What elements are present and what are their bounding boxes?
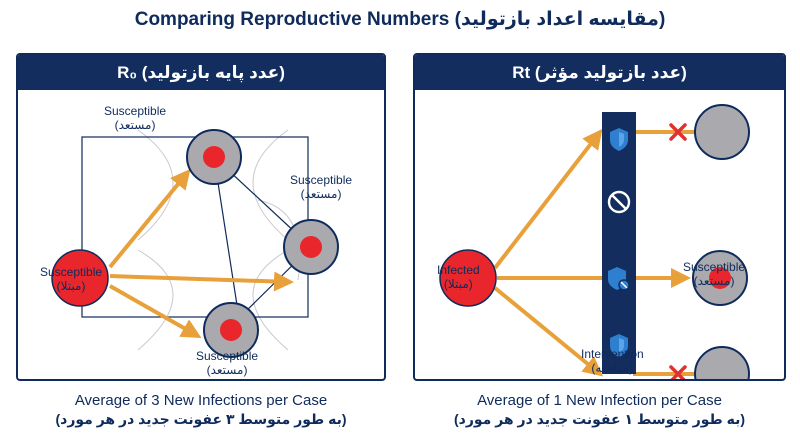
rt-top-node	[694, 104, 750, 160]
r0-source-label: Susceptible (مبتلا)	[40, 265, 103, 293]
intervention-label: Intervention (مداخله)	[581, 347, 644, 375]
no-entry-icon	[607, 190, 631, 214]
page-title: Comparing Reproductive Numbers (مقایسه ا…	[134, 9, 666, 30]
rt-panel: Rt (عدد بازتولید مؤثر)	[413, 53, 786, 381]
rt-arrows	[493, 128, 691, 377]
r0-bottom-node	[203, 302, 259, 358]
r0-arrows	[108, 168, 294, 338]
r0-top-node	[186, 129, 242, 185]
blocked-lines	[633, 130, 695, 376]
rt-bottom-node	[694, 346, 750, 379]
background-arcs	[137, 129, 301, 351]
shield-virus-icon	[608, 267, 630, 291]
shield-icon	[610, 334, 628, 357]
rt-middle-label: Susceptible (مستعد)	[683, 260, 746, 288]
block-x-icon	[669, 365, 687, 379]
r0-diagram	[51, 129, 339, 358]
shield-icon	[610, 128, 628, 151]
block-x-icon	[669, 123, 687, 141]
r0-right-node	[283, 219, 339, 275]
rt-caption: Average of 1 New Infection per Case (به …	[453, 392, 746, 427]
r0-source-node	[51, 249, 109, 307]
r0-bottom-label: Susceptible (مستعد)	[196, 349, 259, 377]
rt-source-node	[439, 249, 497, 307]
r0-right-label: Susceptible (مستعد)	[290, 173, 353, 201]
r0-top-label: Susceptible (مستعد)	[104, 104, 167, 132]
intervention-barrier	[602, 112, 636, 374]
rt-source-label: Infected (مبتلا)	[437, 263, 480, 291]
rt-panel-header: Rt (عدد بازتولید مؤثر)	[415, 55, 784, 90]
rt-diagram	[439, 104, 750, 379]
r0-caption: Average of 3 New Infections per Case (به…	[55, 392, 347, 427]
r0-panel: R₀ (عدد پایه بازتولید)	[16, 53, 386, 381]
rt-middle-node	[692, 250, 748, 306]
r0-panel-header: R₀ (عدد پایه بازتولید)	[18, 55, 384, 90]
